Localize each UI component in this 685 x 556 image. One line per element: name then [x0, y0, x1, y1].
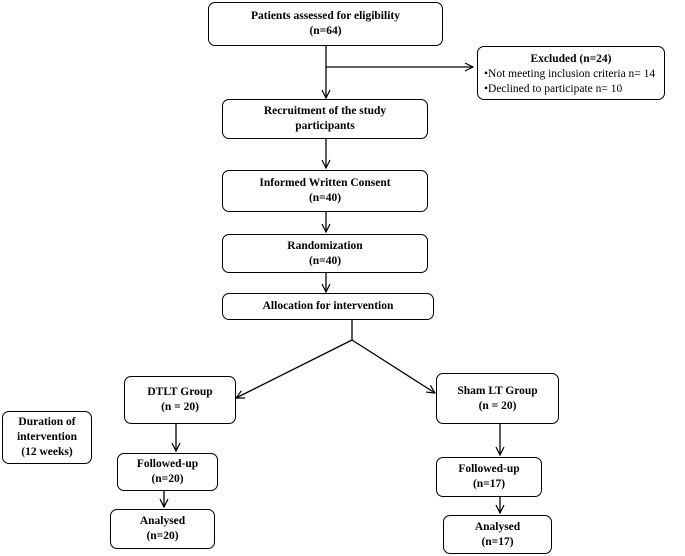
sham-followup-count: (n=17): [472, 478, 506, 490]
sham-group-box: Sham LT Group (n = 20): [436, 373, 559, 424]
dtlt-followup-title: Followed-up: [136, 458, 199, 470]
consent-title: Informed Written Consent: [259, 177, 391, 189]
sham-analysed-count: (n=17): [481, 535, 514, 548]
randomization-title: Randomization: [287, 239, 363, 252]
dtlt-analysed-count: (n=20): [146, 530, 179, 542]
recruitment-box: Recruitment of the study participants: [222, 99, 428, 139]
sham-group-count: (n = 20): [478, 399, 517, 412]
sham-analysed-title: Analysed: [474, 520, 521, 533]
duration-line2: intervention: [16, 431, 78, 443]
consent-count: (n=40): [308, 192, 342, 204]
excluded-box: Excluded (n=24) •Not meeting inclusion c…: [477, 46, 665, 100]
sham-analysed-box: Analysed (n=17): [443, 515, 552, 554]
allocation-box: Allocation for intervention: [222, 293, 434, 320]
excluded-reason-declined: •Declined to participate n= 10: [484, 83, 623, 95]
eligibility-title: Patients assessed for eligibility: [251, 10, 400, 22]
duration-box: Duration of intervention (12 weeks): [2, 411, 92, 464]
sham-followup-title: Followed-up: [458, 463, 520, 475]
arrow-to-sham-group: [351, 339, 435, 393]
consent-box: Informed Written Consent (n=40): [222, 170, 428, 212]
eligibility-count: (n=64): [309, 25, 342, 37]
dtlt-followup-count: (n=20): [151, 473, 184, 485]
dtlt-analysed-title: Analysed: [139, 515, 186, 527]
dtlt-group-box: DTLT Group (n = 20): [124, 376, 236, 424]
duration-line3: (12 weeks): [21, 446, 73, 458]
arrow-to-dtlt-group: [236, 339, 353, 398]
duration-line1: Duration of: [18, 416, 76, 428]
recruitment-line1: Recruitment of the study: [263, 105, 387, 117]
eligibility-box: Patients assessed for eligibility (n=64): [208, 2, 443, 46]
sham-followup-box: Followed-up (n=17): [436, 457, 542, 497]
dtlt-group-title: DTLT Group: [147, 386, 213, 398]
dtlt-group-count: (n = 20): [161, 401, 199, 413]
recruitment-line2: participants: [295, 120, 355, 132]
allocation-title: Allocation for intervention: [262, 300, 394, 312]
dtlt-analysed-box: Analysed (n=20): [110, 509, 215, 549]
randomization-box: Randomization (n=40): [222, 234, 428, 273]
dtlt-followup-box: Followed-up (n=20): [117, 453, 218, 491]
excluded-reason-inclusion: •Not meeting inclusion criteria n= 14: [484, 68, 656, 80]
sham-group-title: Sham LT Group: [457, 384, 538, 397]
excluded-title: Excluded (n=24): [530, 53, 612, 65]
randomization-count: (n=40): [308, 254, 342, 267]
